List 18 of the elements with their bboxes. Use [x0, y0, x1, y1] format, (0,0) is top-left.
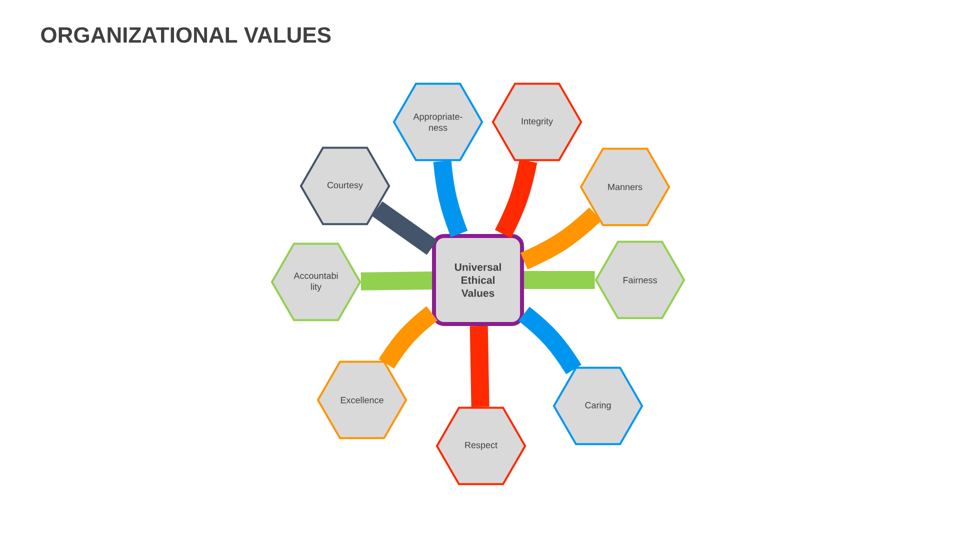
connector-band: [524, 271, 595, 289]
hexagon: Appropriate- ness: [392, 82, 484, 162]
hexagon: Respect: [436, 406, 526, 486]
hexagon: Accountabi lity: [270, 242, 362, 322]
connector-band: [378, 306, 438, 369]
hexagon: Fairness: [594, 240, 686, 320]
hexagon: Integrity: [492, 82, 582, 162]
hexagon: Caring: [552, 366, 644, 446]
connector-band: [518, 306, 582, 374]
connector-band: [372, 201, 438, 255]
center-box: Universal Ethical Values: [432, 234, 524, 326]
hexagon: Courtesy: [300, 146, 390, 226]
connector-band: [470, 326, 490, 407]
hexagon: Manners: [580, 148, 670, 226]
connector-band: [520, 207, 602, 270]
connector-band: [494, 159, 538, 238]
hexagon: Excellence: [316, 360, 408, 440]
title: ORGANIZATIONAL VALUES: [41, 27, 331, 43]
